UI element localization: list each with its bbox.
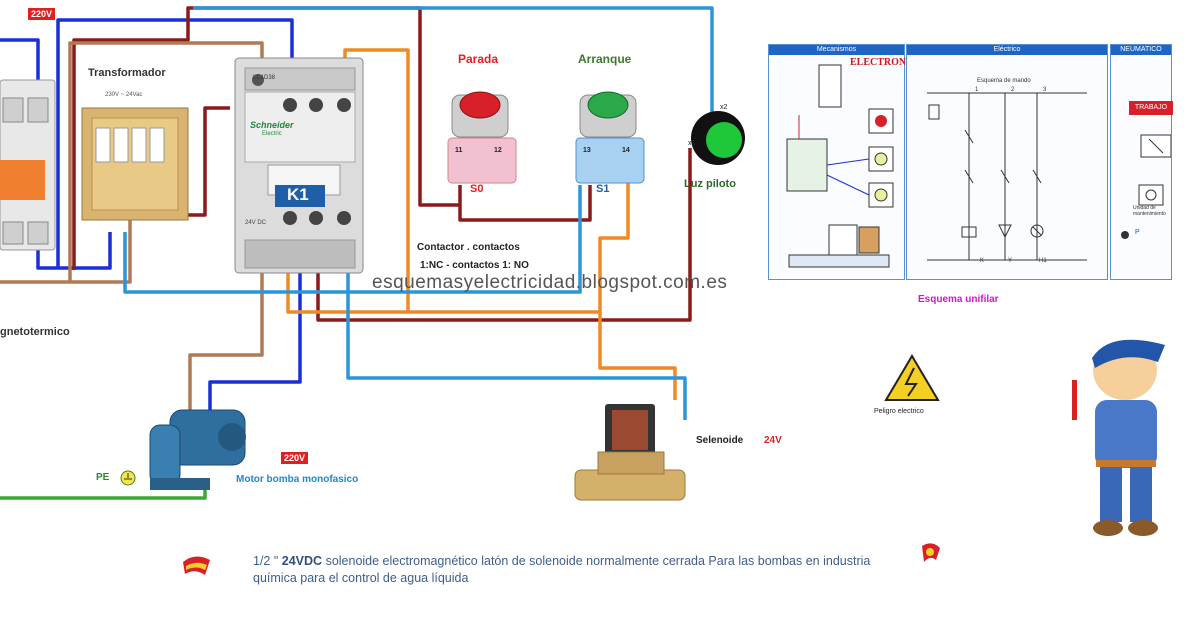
panel-neumatico-title: NEUMATICO (1111, 45, 1171, 55)
wire-orange-k1 (286, 262, 408, 314)
contactor-brand: Schneider (250, 120, 294, 130)
contactor-model: LC1D38 (253, 75, 276, 81)
transformer-rating: 230V ~ 24Vac (105, 92, 143, 98)
earth-icon (120, 470, 136, 486)
motor-label: Motor bomba monofasico (236, 474, 359, 485)
wire-lightblue-left (123, 185, 582, 294)
neumatico-drawing (1121, 134, 1171, 239)
p-label: P (1135, 229, 1140, 236)
wire-brown-motor (188, 262, 264, 440)
danger-label: Peligro electrico (874, 408, 924, 415)
wire-brown-left (68, 41, 264, 282)
magnetotermico-label: gnetotermico (0, 326, 70, 338)
contacts-line2: 1:NC - contactos 1: NO (420, 260, 529, 271)
contactor-id: K1 (287, 185, 309, 204)
trabajo-label: TRABAJO (1129, 101, 1173, 115)
caption: 1/2 " 24VDC solenoide electromagnético l… (253, 553, 903, 587)
wire-orange-s1 (598, 180, 630, 312)
unidad-mantenimiento-label: Unidad de mantenimiento (1133, 205, 1166, 217)
pilot-light-label: Luz piloto (684, 178, 736, 190)
spain-flag-icon-right (922, 543, 940, 562)
wire-brown-pe (0, 215, 132, 284)
wire-lightblue-solenoid (346, 262, 687, 420)
mando-label-k: K (980, 258, 985, 264)
transformer (81, 107, 189, 221)
contactor-coil: 24V DC (245, 220, 267, 226)
danger-icon (884, 354, 940, 401)
contacts-line1: Contactor . contactos (417, 242, 520, 253)
panel-neumatico: NEUMATICO TRABAJO Unidad de mantenimient… (1110, 44, 1173, 280)
mando-label-h1: H1 (1039, 258, 1047, 264)
pilot-light (691, 111, 745, 165)
contactor-k1 (234, 57, 364, 274)
panel-mecanismos: Mecanismos (768, 44, 905, 280)
stop-title: Parada (458, 52, 499, 66)
electrico-drawing (927, 92, 1087, 261)
pilot-x1: x1 (688, 140, 696, 147)
electroneumatica-title: ELECTRONEUMÁTICA (850, 57, 962, 68)
watermark: esquemasyelectricidad.blogspot.com.es (372, 272, 728, 293)
caption-text: solenoide electromagnético latón de sole… (253, 554, 871, 585)
mando-col-1: 1 (975, 87, 979, 93)
start-terminal-13: 13 (583, 147, 591, 154)
voltage-badge-top: 220V (28, 8, 56, 20)
spain-flag-icon-left (183, 556, 210, 575)
mando-label-y: Y (1008, 258, 1013, 264)
esquema-mando-label: Esquema de mando (977, 78, 1031, 84)
solenoid-voltage: 24V (764, 435, 782, 446)
breaker (0, 79, 56, 251)
mecanismos-drawing (786, 64, 894, 268)
mando-col-2: 2 (1011, 87, 1015, 93)
pump-motor (149, 409, 246, 490)
panel-electrico: Eléctrico Esquema de mando 1 2 3 K Y H1 (906, 44, 1108, 280)
pe-label: PE (96, 472, 110, 483)
solenoid-valve (574, 404, 686, 501)
wire-orange-top (343, 48, 677, 400)
caption-size: 1/2 " (253, 554, 279, 568)
stop-id: S0 (470, 183, 484, 195)
solenoid-label: Selenoide (696, 435, 744, 446)
wire-darkred-top (72, 6, 460, 270)
panel-mecanismos-title: Mecanismos (769, 45, 904, 55)
transformer-label: Transformador (88, 67, 166, 79)
start-id: S1 (596, 183, 610, 195)
pilot-x2: x2 (720, 104, 728, 111)
mando-col-3: 3 (1043, 87, 1047, 93)
caption-voltage: 24VDC (281, 554, 323, 568)
unifilar-label: Esquema unifilar (918, 294, 999, 305)
wires-layer (0, 6, 714, 500)
motor-voltage-badge: 220V (281, 452, 309, 464)
electrician-mascot-icon (1072, 339, 1165, 536)
stop-terminal-12: 12 (494, 147, 502, 154)
wire-lightblue-top (193, 6, 714, 112)
start-title: Arranque (578, 52, 632, 66)
start-terminal-14: 14 (622, 147, 630, 154)
panel-electrico-title: Eléctrico (907, 45, 1107, 55)
stop-terminal-11: 11 (455, 147, 463, 154)
wire-blue-transformer (58, 232, 112, 270)
wire-darkred-s0-s1 (458, 185, 592, 222)
stop-button-s0 (447, 91, 517, 184)
start-button-s1 (575, 91, 645, 184)
contactor-brand-sub: Electric (262, 131, 282, 137)
